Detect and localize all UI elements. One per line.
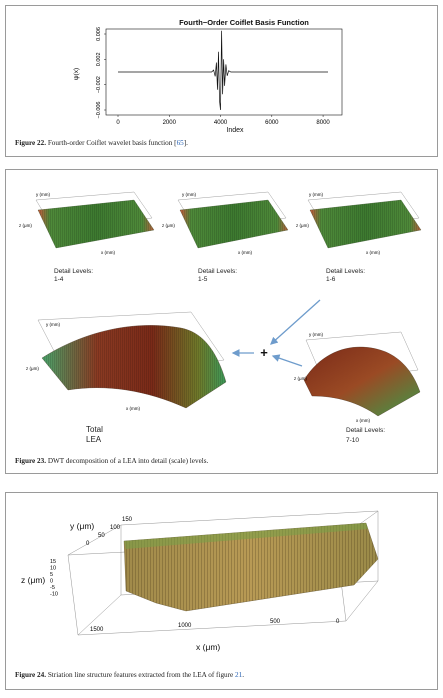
caption-ref-link[interactable]: 21 <box>235 671 243 679</box>
figure-23-caption: Figure 23. DWT decomposition of a LEA in… <box>15 457 435 466</box>
caption-ref-link[interactable]: 65 <box>176 139 184 147</box>
x-tick-label: 1500 <box>90 627 104 633</box>
axis-z-label: z (μm) <box>294 376 307 381</box>
figure-23-panel: y (mm) z (μm) x (mm) Detail Levels: 1-4 … <box>5 169 438 474</box>
caption-label: Figure 22. <box>15 139 47 147</box>
axis-z-label: z (μm) <box>296 223 309 228</box>
caption-label: Figure 24. <box>15 671 47 679</box>
subplot-label-1: Detail Levels: <box>346 427 385 434</box>
axis-y-label: y (mm) <box>46 322 60 327</box>
x-tick-label: 6000 <box>265 120 279 126</box>
subplot-label-2: LEA <box>86 435 102 444</box>
caption-text: Fourth-order Coiflet wavelet basis funct… <box>46 139 177 147</box>
subplot-detail-7-10: y (mm) z (μm) x (mm) Detail Levels: 7-10 <box>294 331 421 444</box>
subplot-label-1: Detail Levels: <box>54 268 93 275</box>
dwt-decomposition-figure: y (mm) z (μm) x (mm) Detail Levels: 1-4 … <box>19 191 422 444</box>
subplot-label-2: 1-4 <box>54 276 64 283</box>
y-tick-label: 0.006 <box>96 27 102 41</box>
z-tick-label: 10 <box>50 566 56 572</box>
x-tick-label: 0 <box>116 120 120 126</box>
y-tick-label: 0.002 <box>96 52 102 66</box>
subplot-label-1: Total <box>86 425 103 434</box>
axis-z-label: z (μm) <box>26 366 39 371</box>
chart-title: Fourth−Order Coiflet Basis Function <box>179 18 309 27</box>
x-tick-label: 0 <box>336 619 340 625</box>
plus-sign: + <box>260 345 268 360</box>
series-line <box>118 30 328 111</box>
axis-z-label: z (μm) <box>162 223 175 228</box>
coiflet-chart: Fourth−Order Coiflet Basis Function 0 200… <box>73 18 343 134</box>
subplot-label-2: 1-6 <box>326 276 336 283</box>
x-tick-label: 8000 <box>316 120 330 126</box>
x-tick-label: 2000 <box>163 120 177 126</box>
y-tick-label: 0 <box>86 541 90 547</box>
z-tick-label: 5 <box>50 572 53 578</box>
caption-label: Figure 23. <box>15 457 47 465</box>
x-tick-label: 1000 <box>178 623 192 629</box>
z-tick-label: -5 <box>50 585 55 591</box>
subplot-label-2: 1-5 <box>198 276 208 283</box>
subplot-label-1: Detail Levels: <box>198 268 237 275</box>
plot-frame <box>105 28 343 116</box>
y-tick-label: −0.002 <box>96 76 102 93</box>
z-tick-label: -10 <box>50 592 58 598</box>
subplot-detail-1-4: y (mm) z (μm) x (mm) Detail Levels: 1-4 <box>19 191 155 283</box>
z-tick-label: 0 <box>50 579 53 585</box>
y-tick-label: −0.006 <box>96 102 102 119</box>
caption-end: ]. <box>183 139 188 147</box>
subplot-detail-1-6: y (mm) z (μm) x (mm) Detail Levels: 1-6 <box>296 191 422 283</box>
y-tick-label: 150 <box>122 517 133 523</box>
axis-x-label: x (mm) <box>356 418 370 423</box>
axis-y-label: y (mm) <box>309 332 323 337</box>
axis-y-label: y (mm) <box>36 192 50 197</box>
subplot-label-2: 7-10 <box>346 437 359 444</box>
arrow-from-levels-7-10 <box>271 354 303 367</box>
axis-x-label: x (mm) <box>238 250 252 255</box>
arrow-from-levels-1-6 <box>270 299 321 345</box>
axis-x-label: x (mm) <box>366 250 380 255</box>
subplot-total-lea: y (mm) z (μm) x (mm) Total LEA <box>26 311 227 444</box>
subplot-detail-1-5: y (mm) z (μm) x (mm) Detail Levels: 1-5 <box>162 191 289 283</box>
figure-24-caption: Figure 24. Striation line structure feat… <box>15 671 435 680</box>
figure-22-panel: Fourth−Order Coiflet Basis Function 0 200… <box>5 5 438 157</box>
y-tick-label: 50 <box>98 533 105 539</box>
subplot-label-1: Detail Levels: <box>326 268 365 275</box>
y-tick-label: 100 <box>110 525 121 531</box>
x-tick-label: 4000 <box>214 120 228 126</box>
axis-z-label: z (μm) <box>19 223 32 228</box>
caption-text: DWT decomposition of a LEA into detail (… <box>46 457 209 465</box>
axis-y-label: y (mm) <box>182 192 196 197</box>
figure-22-caption: Figure 22. Fourth-order Coiflet wavelet … <box>15 139 435 148</box>
axis-x-label: x (μm) <box>196 642 220 652</box>
axis-y-label: y (μm) <box>70 521 94 531</box>
y-axis-label: ψ(x) <box>73 68 80 80</box>
axis-z-label: z (μm) <box>21 575 45 585</box>
caption-text: Striation line structure features extrac… <box>46 671 236 679</box>
axis-x-label: x (mm) <box>126 406 140 411</box>
axis-y-label: y (mm) <box>309 192 323 197</box>
x-axis-label: Index <box>226 127 244 134</box>
caption-end: . <box>242 671 245 679</box>
z-tick-label: 15 <box>50 559 56 565</box>
x-tick-label: 500 <box>270 619 281 625</box>
axis-x-label: x (mm) <box>101 250 115 255</box>
